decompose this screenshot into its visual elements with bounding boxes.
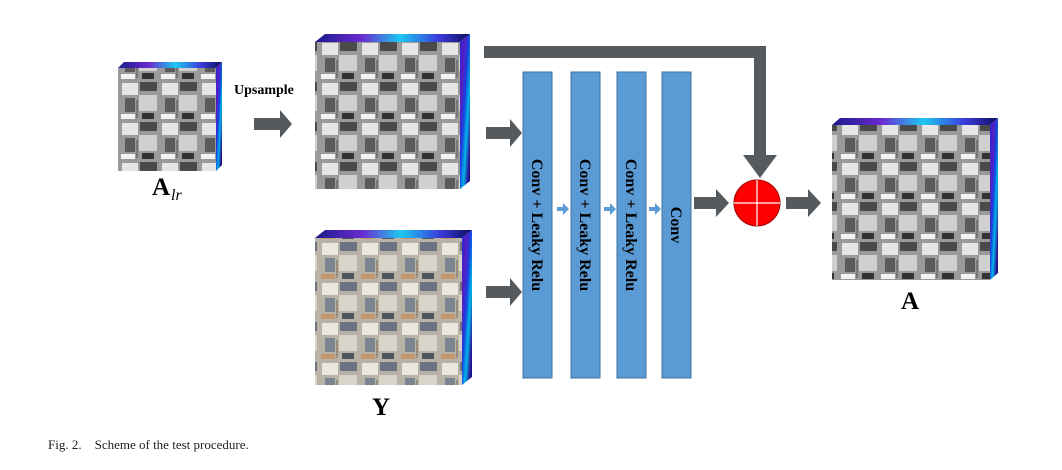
conv-layer-4: Conv xyxy=(661,71,692,379)
low-res-subscript: lr xyxy=(171,187,182,204)
low-res-cube xyxy=(118,62,222,171)
conv-layer-3: Conv + Leaky Relu xyxy=(616,71,647,379)
summation-node xyxy=(733,179,781,227)
conv-layer-2-label: Conv + Leaky Relu xyxy=(576,159,593,291)
guide-image-cube xyxy=(315,230,472,385)
figure-caption: Fig. 2. Scheme of the test procedure. xyxy=(48,437,249,452)
sum-to-output-arrow xyxy=(786,189,821,217)
layer-3-to-4-arrow xyxy=(649,203,661,215)
upsampled-to-layer-arrow xyxy=(486,119,522,147)
conv-layer-3-label: Conv + Leaky Relu xyxy=(622,159,639,291)
upsampled-cube xyxy=(315,34,470,189)
output-label: A xyxy=(901,288,919,315)
guide-to-layer-arrow xyxy=(486,278,522,306)
conv-layer-2: Conv + Leaky Relu xyxy=(570,71,601,379)
guide-image-label: Y xyxy=(372,394,390,421)
conv-layer-1-label: Conv + Leaky Relu xyxy=(528,159,545,291)
layer-2-to-3-arrow xyxy=(604,203,616,215)
layer-1-to-2-arrow xyxy=(557,203,569,215)
low-res-label: A xyxy=(152,174,170,201)
conv-layer-1: Conv + Leaky Relu xyxy=(522,71,553,379)
upsample-arrow xyxy=(254,110,292,138)
output-cube xyxy=(832,118,998,280)
layer-to-sum-arrow xyxy=(694,189,729,217)
conv-layer-4-label: Conv xyxy=(667,207,684,243)
upsample-label: Upsample xyxy=(234,83,294,98)
